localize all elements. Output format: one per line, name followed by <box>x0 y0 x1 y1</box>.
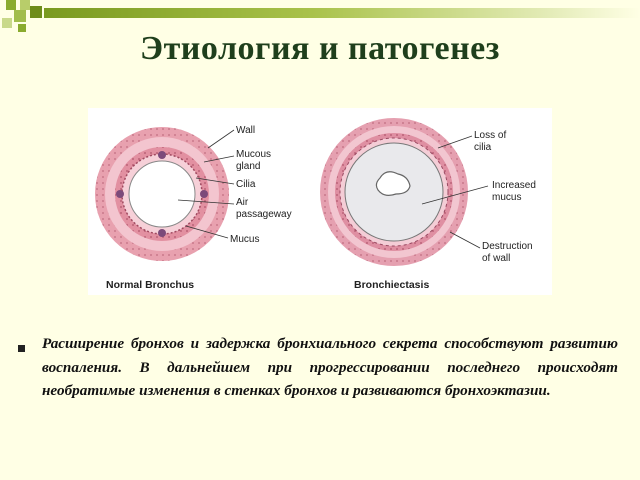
caption-bronchiectasis: Bronchiectasis <box>354 279 429 291</box>
label-wall: Wall <box>236 125 255 136</box>
normal-leader-lines <box>177 129 235 239</box>
bullet-paragraph: Расширение бронхов и задержка бронхиальн… <box>18 332 618 403</box>
label-loss-of: Loss of <box>474 130 506 141</box>
bullet-marker <box>18 345 25 352</box>
normal-bronchus-diagram <box>95 127 229 261</box>
corner-decoration <box>0 0 60 40</box>
label-gland: gland <box>236 161 260 172</box>
label-cilia-2: cilia <box>474 142 492 153</box>
label-mucus-2: mucus <box>492 192 521 203</box>
bronchiectasis-leader-lines <box>421 135 489 249</box>
bronchus-illustration: Wall Mucous gland Cilia Air passageway M… <box>88 108 552 295</box>
label-mucus: Mucus <box>230 234 259 245</box>
label-destruction: Destruction <box>482 241 533 252</box>
label-increased: Increased <box>492 180 536 191</box>
slide-title: Этиология и патогенез <box>140 30 500 67</box>
label-air: Air <box>236 197 249 208</box>
caption-normal-bronchus: Normal Bronchus <box>106 279 194 291</box>
label-cilia: Cilia <box>236 179 256 190</box>
top-accent-bar <box>44 8 640 18</box>
label-passageway: passageway <box>236 209 292 220</box>
bronchiectasis-diagram <box>320 118 468 266</box>
label-mucous: Mucous <box>236 149 271 160</box>
body-text: Расширение бронхов и задержка бронхиальн… <box>42 335 618 399</box>
label-of-wall: of wall <box>482 253 510 264</box>
